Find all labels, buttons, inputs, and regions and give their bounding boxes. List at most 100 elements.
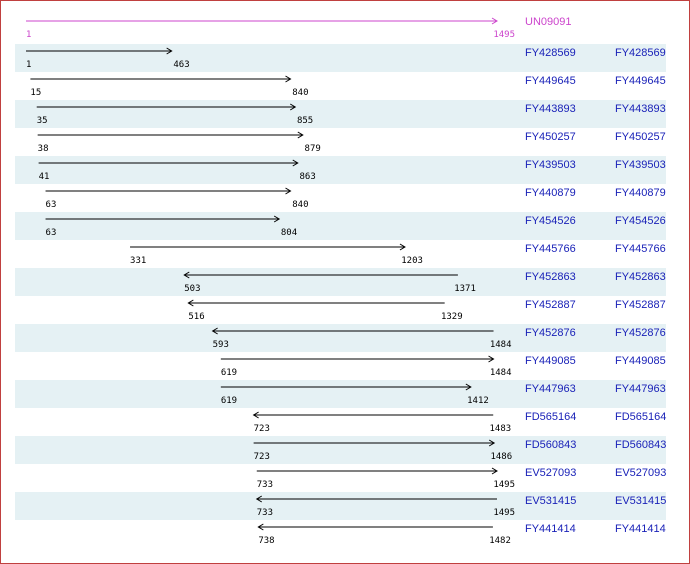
alignment-row [15, 492, 666, 520]
alignment-link[interactable]: FY452863 [615, 271, 666, 283]
alignment-link[interactable]: FY428569 [615, 47, 666, 59]
alignment-row [15, 156, 666, 184]
alignment-start-number: 723 [254, 424, 270, 434]
alignment-id-label: FY445766 [525, 243, 576, 255]
alignment-start-number: 63 [46, 200, 57, 210]
alignment-id-label: FY454526 [525, 215, 576, 227]
alignment-arrow [211, 327, 494, 335]
alignment-link[interactable]: FY450257 [615, 131, 666, 143]
alignment-id-label: EV531415 [525, 495, 577, 507]
alignment-arrow [252, 411, 494, 419]
alignment-start-number: 733 [257, 480, 273, 490]
alignment-arrow [256, 467, 498, 475]
alignment-row [15, 44, 666, 72]
alignment-link[interactable]: EV531415 [615, 495, 667, 507]
alignment-end-number: 1203 [401, 256, 423, 266]
alignment-end-number: 1412 [467, 396, 489, 406]
alignment-id-label: FY449085 [525, 355, 576, 367]
alignment-link[interactable]: FY439503 [615, 159, 666, 171]
alignment-arrow [257, 523, 493, 531]
alignment-end-number: 463 [173, 60, 189, 70]
alignment-arrow [130, 243, 406, 251]
alignment-start-number: 516 [188, 312, 204, 322]
alignment-link[interactable]: FY454526 [615, 215, 666, 227]
alignment-link[interactable]: FY449085 [615, 355, 666, 367]
alignment-arrow [183, 271, 458, 279]
alignment-end-number: 840 [292, 200, 308, 210]
alignment-arrow [30, 75, 292, 83]
alignment-id-label: FD565164 [525, 411, 577, 423]
reference-arrow [26, 17, 498, 25]
alignment-row [15, 324, 666, 352]
alignment-start-number: 503 [184, 284, 200, 294]
alignment-link[interactable]: FY445766 [615, 243, 666, 255]
alignment-start-number: 593 [213, 340, 229, 350]
alignment-id-label: FY440879 [525, 187, 576, 199]
alignment-link[interactable]: FY443893 [615, 103, 666, 115]
alignment-arrow [187, 299, 445, 307]
alignment-link[interactable]: FY447963 [615, 383, 666, 395]
alignment-id-label: FY450257 [525, 131, 576, 143]
alignment-start-number: 41 [39, 172, 50, 182]
alignment-id-label: EV527093 [525, 467, 577, 479]
alignment-arrow [36, 103, 297, 111]
alignment-id-label: FY452876 [525, 327, 576, 339]
alignment-start-number: 15 [30, 88, 41, 98]
alignment-end-number: 804 [281, 228, 297, 238]
alignment-link[interactable]: FY441414 [615, 523, 666, 535]
alignment-start-number: 733 [257, 508, 273, 518]
alignment-start-number: 1 [26, 60, 31, 70]
alignment-row [15, 380, 666, 408]
alignment-end-number: 1371 [454, 284, 476, 294]
alignment-start-number: 38 [38, 144, 49, 154]
reference-start-number: 1 [26, 30, 31, 40]
reference-id-label: UN09091 [525, 16, 572, 28]
alignment-link[interactable]: FY440879 [615, 187, 666, 199]
alignment-row [15, 268, 666, 296]
alignment-row [15, 212, 666, 240]
alignment-id-label: FY447963 [525, 383, 576, 395]
alignment-arrow [26, 47, 173, 55]
alignment-id-label: FY441414 [525, 523, 576, 535]
alignment-end-number: 1483 [490, 424, 512, 434]
alignment-link[interactable]: EV527093 [615, 467, 667, 479]
alignment-end-number: 1329 [441, 312, 463, 322]
alignment-arrow [220, 355, 495, 363]
alignment-link[interactable]: FY452887 [615, 299, 666, 311]
alignment-start-number: 738 [258, 536, 274, 546]
alignment-start-number: 619 [221, 368, 237, 378]
alignment-start-number: 35 [37, 116, 48, 126]
alignment-arrow [37, 131, 304, 139]
alignment-row [15, 100, 666, 128]
alignment-id-label: FY443893 [525, 103, 576, 115]
alignment-start-number: 619 [221, 396, 237, 406]
alignment-arrow [45, 187, 292, 195]
alignment-id-label: FY449645 [525, 75, 576, 87]
alignment-end-number: 840 [292, 88, 308, 98]
alignment-end-number: 1484 [490, 368, 512, 378]
alignment-id-label: FY428569 [525, 47, 576, 59]
alignment-start-number: 63 [46, 228, 57, 238]
alignment-link[interactable]: FD565164 [615, 411, 667, 423]
alignment-id-label: FY452863 [525, 271, 576, 283]
alignment-arrow [38, 159, 299, 167]
alignment-end-number: 1486 [490, 452, 512, 462]
alignment-arrow [255, 495, 497, 503]
alignment-arrow [253, 439, 496, 447]
alignment-end-number: 1495 [493, 508, 515, 518]
alignment-start-number: 331 [130, 256, 146, 266]
alignment-end-number: 1495 [493, 480, 515, 490]
alignment-id-label: FY439503 [525, 159, 576, 171]
alignment-end-number: 879 [305, 144, 321, 154]
alignment-end-number: 1482 [489, 536, 511, 546]
alignment-arrow [45, 215, 281, 223]
alignment-row [15, 436, 666, 464]
alignment-end-number: 855 [297, 116, 313, 126]
alignment-link[interactable]: FY449645 [615, 75, 666, 87]
alignment-link[interactable]: FD560843 [615, 439, 667, 451]
alignment-link[interactable]: FY452876 [615, 327, 666, 339]
alignment-end-number: 863 [299, 172, 315, 182]
alignment-arrow [220, 383, 472, 391]
alignment-end-number: 1484 [490, 340, 512, 350]
